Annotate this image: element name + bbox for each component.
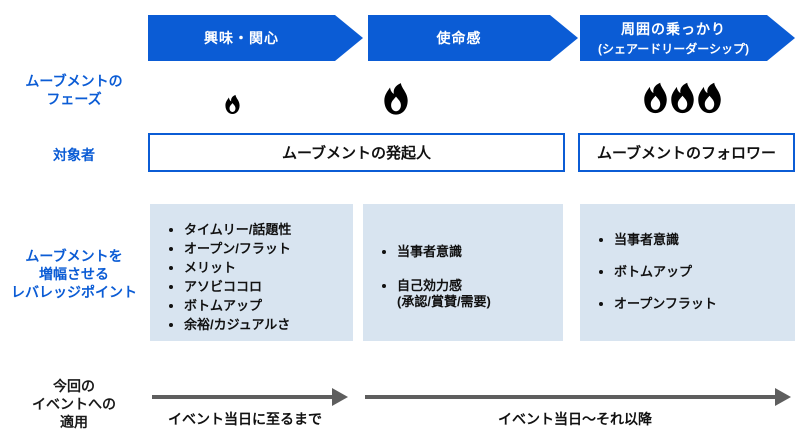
phase-arrow-sublabel: (シェアードリーダーシップ): [597, 42, 750, 56]
phase-arrow-shared-leadership: 周囲の乗っかり (シェアードリーダーシップ): [580, 15, 795, 61]
target-box-label: ムーブメントのフォロワー: [596, 145, 777, 162]
leverage-box-follower: 当事者意識 ボトムアップ オープンフラット: [580, 204, 795, 341]
phase-arrow-label: 興味・関心: [204, 30, 279, 46]
target-box-follower: ムーブメントのフォロワー: [578, 133, 795, 172]
list-item: タイムリー/話題性: [184, 223, 349, 237]
timeline-label-before: イベント当日に至るまで: [168, 411, 322, 427]
list-item: アソビココロ: [184, 280, 349, 294]
leverage-box-interest: タイムリー/話題性 オープン/フラット メリット アソビココロ ボトムアップ 余…: [150, 204, 353, 341]
flame-icon: [384, 83, 408, 115]
flame-icon-small: [224, 94, 241, 120]
phase-arrow-mission: 使命感: [368, 15, 578, 61]
timeline-arrow-before-event: [152, 395, 332, 399]
flame-icon: [671, 82, 694, 114]
arrowhead-icon: [332, 388, 348, 406]
target-box-label: ムーブメントの発起人: [281, 145, 432, 162]
flame-icon: [225, 94, 240, 114]
target-box-initiator: ムーブメントの発起人: [148, 133, 565, 172]
row-label-leverage-points: ムーブメントを 増幅させる レバレッジポイント: [11, 248, 137, 300]
list-item: 自己効力感 (承認/賞賛/需要): [397, 278, 559, 310]
timeline-arrow-after-event: [365, 395, 775, 399]
arrowhead-icon: [775, 388, 791, 406]
list-item: メリット: [184, 261, 349, 275]
phase-arrow-label: 周囲の乗っかり: [621, 21, 726, 37]
list-item: オープン/フラット: [184, 242, 349, 256]
leverage-box-mission: 当事者意識 自己効力感 (承認/賞賛/需要): [363, 204, 563, 341]
row-label-movement-phase: ムーブメントの フェーズ: [25, 73, 123, 107]
leverage-list: タイムリー/話題性 オープン/フラット メリット アソビココロ ボトムアップ 余…: [162, 223, 349, 332]
timeline-label-after: イベント当日〜それ以降: [498, 411, 652, 427]
list-item: オープンフラット: [614, 296, 791, 311]
flame-icon-medium: [382, 80, 410, 123]
list-item: 当事者意識: [614, 232, 791, 247]
phase-arrow-interest: 興味・関心: [148, 15, 363, 61]
flame-icon: [644, 82, 667, 114]
list-item: 余裕/カジュアルさ: [184, 318, 349, 332]
row-label-target: 対象者: [53, 147, 95, 163]
flame-icon: [698, 82, 721, 114]
flame-icon-group-three: [642, 78, 723, 118]
row-label-event-application: 今回の イベントへの 適用: [32, 378, 116, 430]
leverage-list: 当事者意識 自己効力感 (承認/賞賛/需要): [375, 244, 559, 310]
list-item: 当事者意識: [397, 244, 559, 260]
phase-arrow-label: 使命感: [436, 30, 482, 46]
list-item: ボトムアップ: [614, 264, 791, 279]
list-item: ボトムアップ: [184, 299, 349, 313]
leverage-list: 当事者意識 ボトムアップ オープンフラット: [592, 232, 791, 311]
